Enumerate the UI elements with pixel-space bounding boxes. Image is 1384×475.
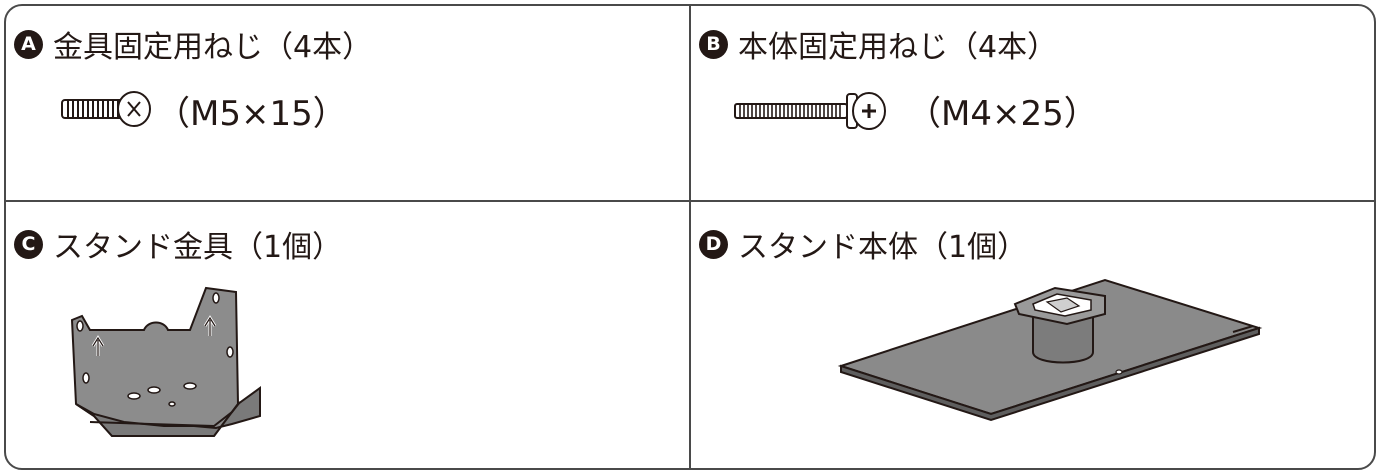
part-letter-c: C (14, 229, 43, 259)
part-cell-a: A 金具固定用ねじ（4本） （M5×15） (6, 6, 689, 200)
part-cell-b: B 本体固定用ねじ（4本） （M (691, 6, 1374, 200)
screw-m5-icon (61, 91, 151, 127)
part-letter-a: A (14, 29, 43, 59)
part-spec-b: （M4×25） (907, 94, 1098, 134)
part-title-b: B 本体固定用ねじ（4本） (699, 22, 1057, 66)
part-name-c: スタンド金具（1個） (53, 230, 343, 265)
part-spec-a: （M5×15） (156, 94, 347, 134)
part-title-d: D スタンド本体（1個） (699, 222, 1027, 266)
part-cell-c: C スタンド金具（1個） (6, 202, 689, 468)
row-divider (4, 200, 1376, 202)
part-letter-b: B (699, 29, 728, 59)
part-name-b: 本体固定用ねじ（4本） (738, 30, 1058, 65)
part-name-d: スタンド本体（1個） (738, 230, 1028, 265)
part-title-a: A 金具固定用ねじ（4本） (14, 22, 372, 66)
part-name-a: 金具固定用ねじ（4本） (53, 30, 373, 65)
stand-bracket-icon (70, 286, 261, 437)
part-title-c: C スタンド金具（1個） (14, 222, 342, 266)
stand-base-icon (837, 278, 1263, 422)
column-divider (689, 4, 691, 470)
screw-m4-icon (734, 92, 886, 130)
part-letter-d: D (699, 229, 728, 259)
part-cell-d: D スタンド本体（1個） (691, 202, 1374, 468)
